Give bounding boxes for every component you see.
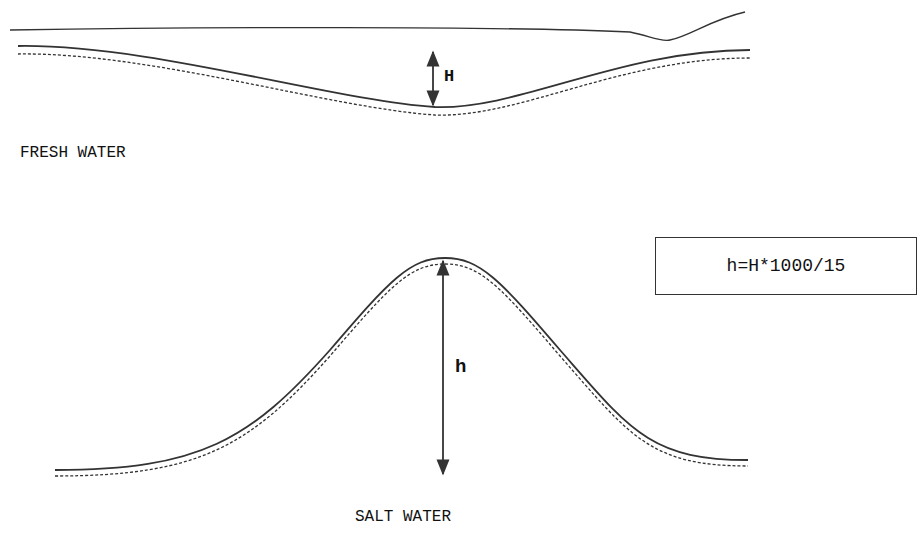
region-label: FRESH WATER [20,145,126,163]
region-label: SALT WATER [355,509,451,527]
salt-interface [55,258,748,470]
dimension-arrow [442,261,444,474]
dimension-label: h [455,357,466,378]
dimension-label: H [444,68,454,87]
fresh-interface-dotted [18,54,750,115]
formula-text: h=H*1000/15 [727,256,846,276]
formula-box: h=H*1000/15 [655,237,917,295]
surface-line [10,12,745,40]
fresh-interface [18,46,750,107]
salt-interface-dotted [55,264,748,476]
dimension-arrow [432,52,434,105]
